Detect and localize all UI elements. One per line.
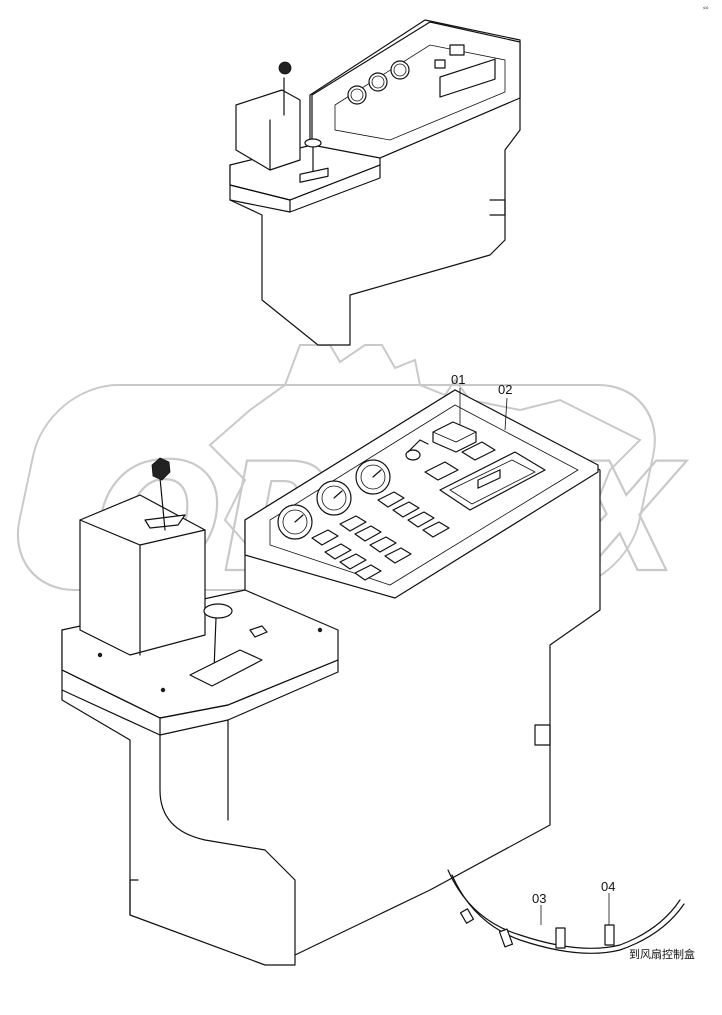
label-01: 01 — [451, 372, 465, 387]
console-small-control-box — [235, 89, 301, 171]
lever-knob — [151, 457, 171, 481]
corner-mark: ⸗⸗ — [703, 3, 709, 12]
push-button-01 — [432, 421, 477, 453]
rocker-switches — [311, 491, 450, 581]
console-small — [229, 19, 521, 346]
console-large-panel — [244, 389, 599, 599]
joystick-knob — [203, 603, 233, 619]
wire-harness — [447, 869, 685, 954]
console-large-control-box — [79, 494, 206, 656]
destination-note: 到风扇控制盒 — [629, 947, 695, 961]
label-02: 02 — [498, 382, 512, 397]
joystick-boot — [189, 649, 263, 687]
console-large-panel-inset — [269, 404, 579, 586]
label-03: 03 — [532, 891, 546, 906]
gauges — [277, 459, 391, 540]
console-large — [61, 389, 685, 966]
callouts: 01 02 03 04 到风扇控制盒 — [451, 372, 695, 961]
label-04: 04 — [601, 879, 615, 894]
key-switch — [405, 449, 421, 461]
